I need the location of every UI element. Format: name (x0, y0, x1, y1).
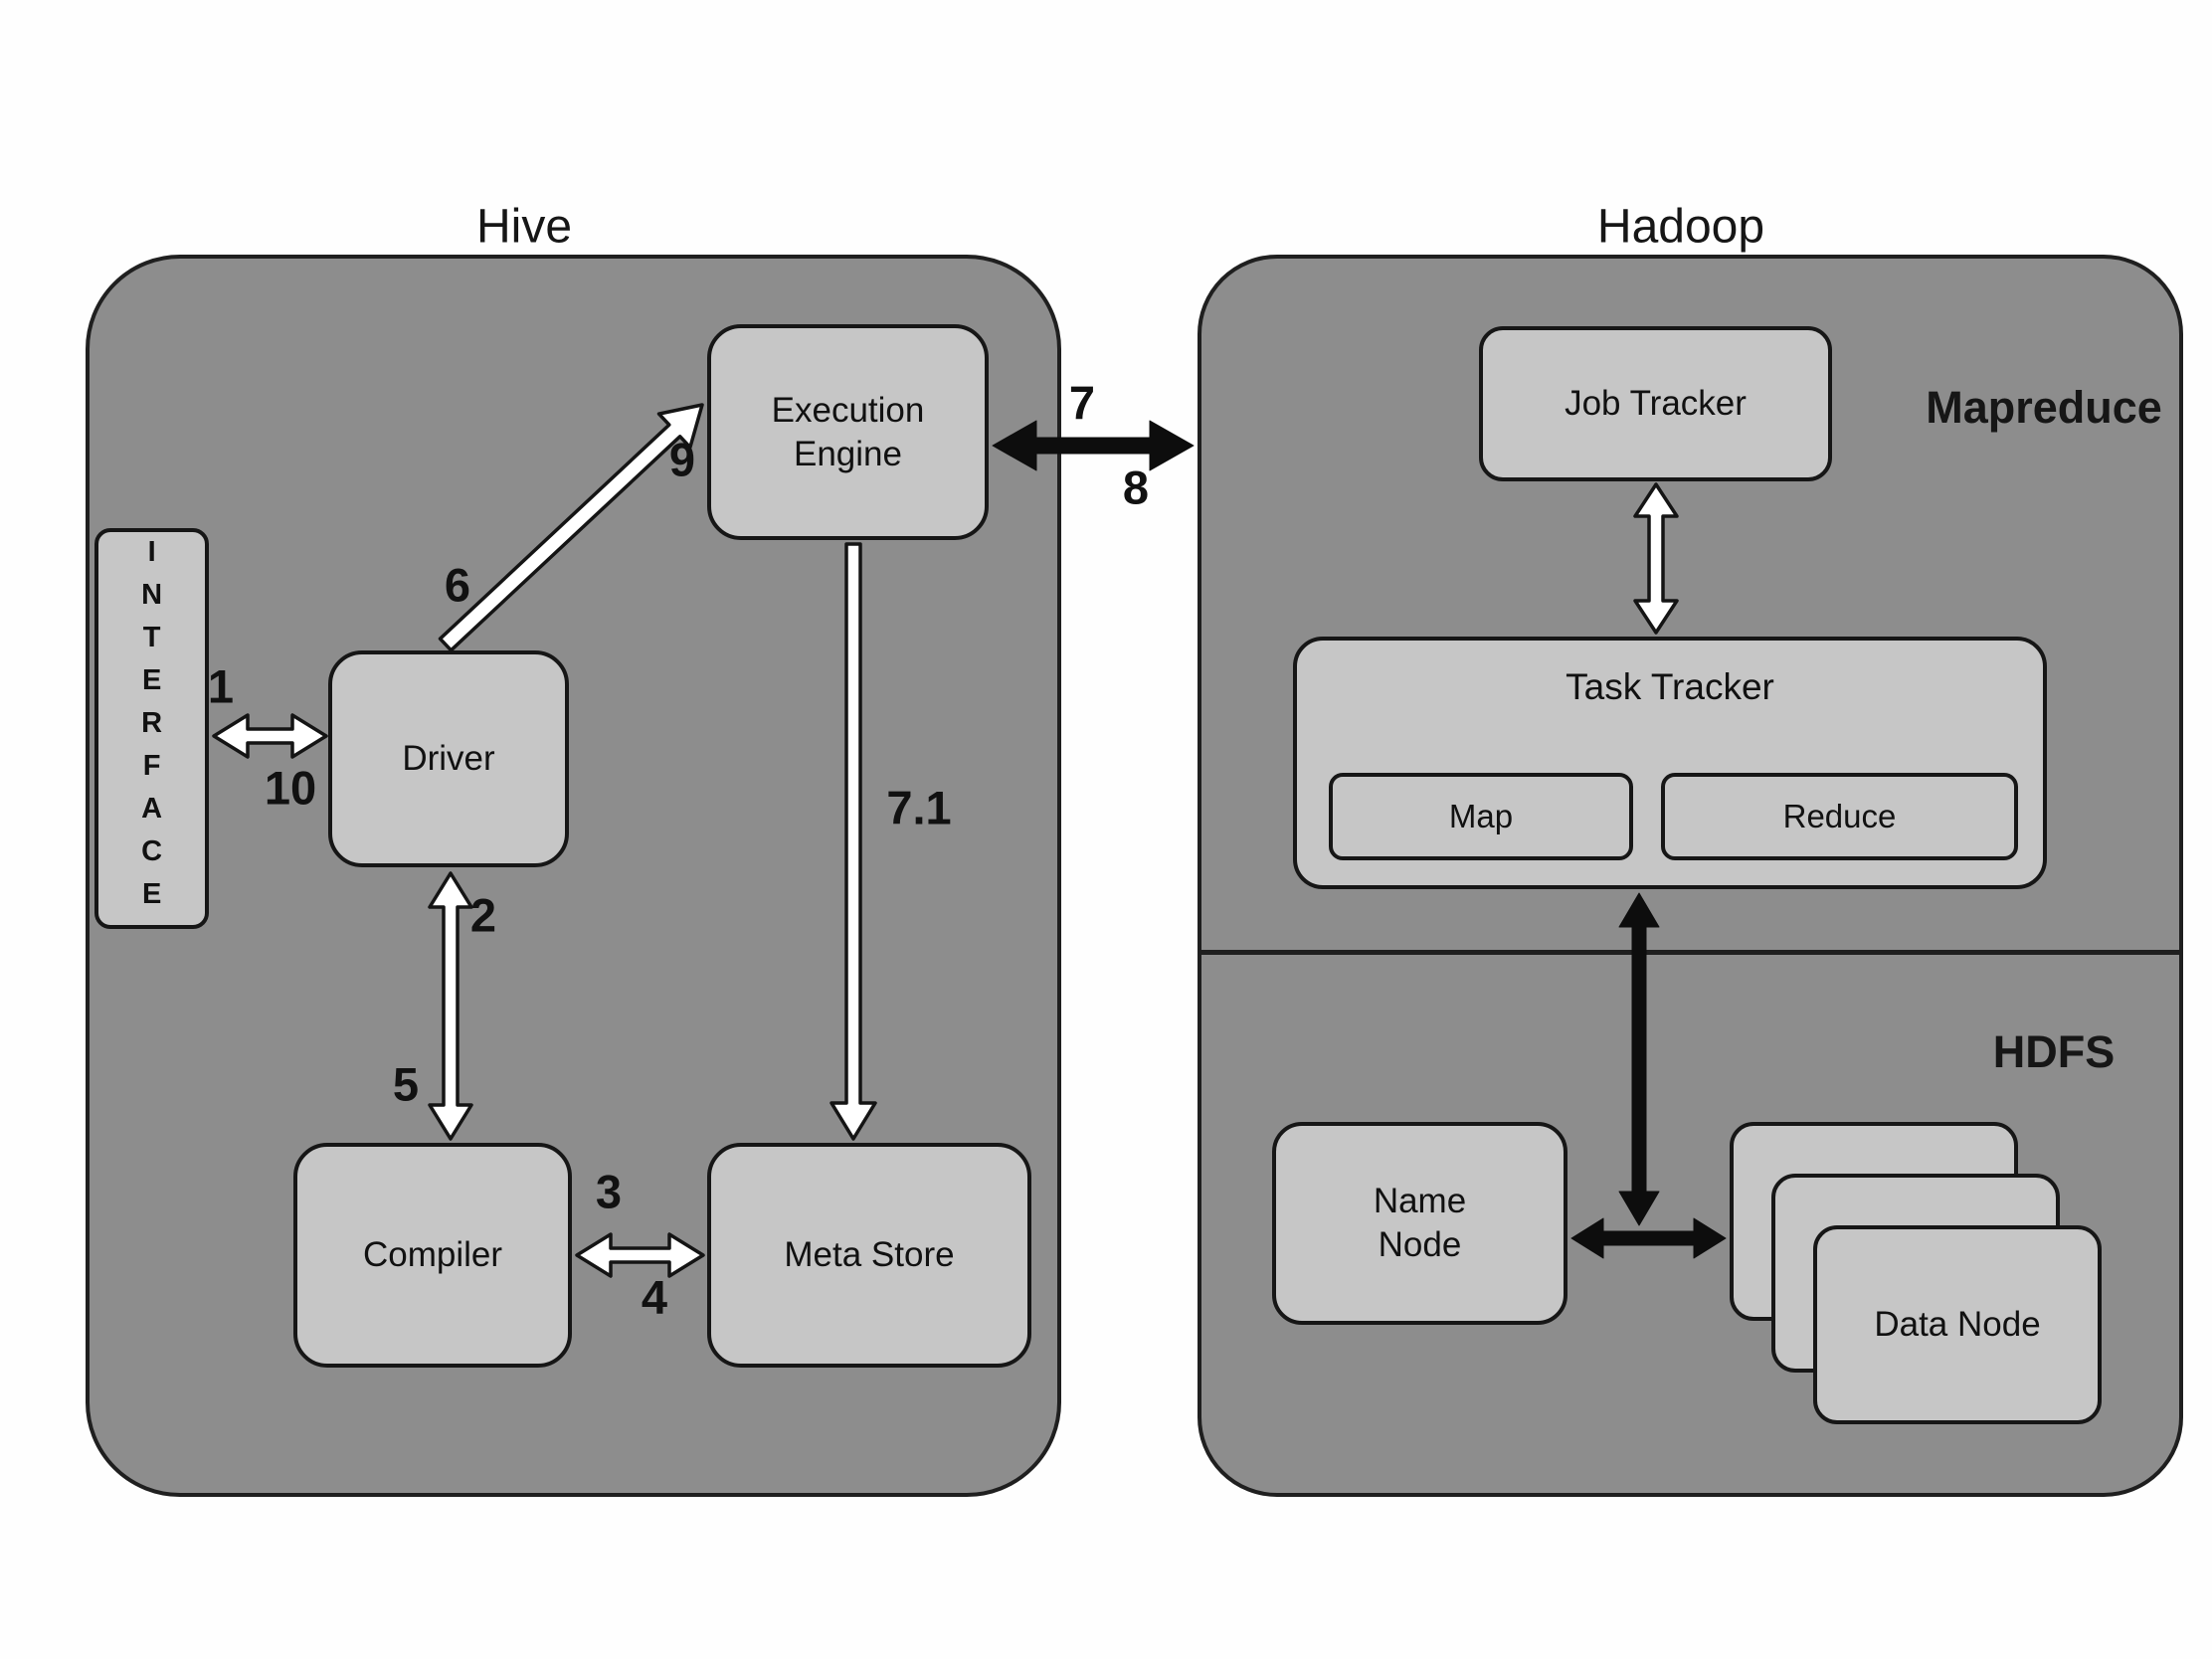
hadoop-title: Hadoop (1596, 200, 1765, 254)
meta-store-node: Meta Store (707, 1143, 1031, 1368)
mapreduce-label: Mapreduce (1926, 382, 2162, 433)
name-node: Name Node (1272, 1122, 1567, 1325)
interface-node: INTERFACE (94, 528, 209, 929)
map-node: Map (1329, 773, 1633, 860)
edge-label-7-1: 7.1 (886, 781, 952, 834)
mapreduce-hdfs-divider (1201, 950, 2179, 955)
data-node: Data Node (1813, 1225, 2102, 1424)
hdfs-label: HDFS (1992, 1026, 2116, 1077)
edge-label-7: 7 (1068, 376, 1096, 430)
edge-label-8: 8 (1122, 461, 1150, 514)
edge-label-1: 1 (207, 659, 235, 713)
edge-label-3: 3 (595, 1165, 623, 1218)
execution-engine-node: Execution Engine (707, 324, 989, 540)
reduce-node: Reduce (1661, 773, 2018, 860)
job-tracker-node: Job Tracker (1479, 326, 1832, 481)
edge-label-10: 10 (264, 761, 317, 815)
compiler-node: Compiler (293, 1143, 572, 1368)
edge-label-4: 4 (641, 1270, 668, 1324)
hive-title: Hive (475, 200, 573, 254)
edge-label-5: 5 (392, 1057, 420, 1111)
edge-label-2: 2 (469, 888, 497, 942)
driver-node: Driver (328, 650, 569, 867)
edge-label-9: 9 (668, 433, 696, 486)
edge-label-6: 6 (444, 558, 471, 612)
